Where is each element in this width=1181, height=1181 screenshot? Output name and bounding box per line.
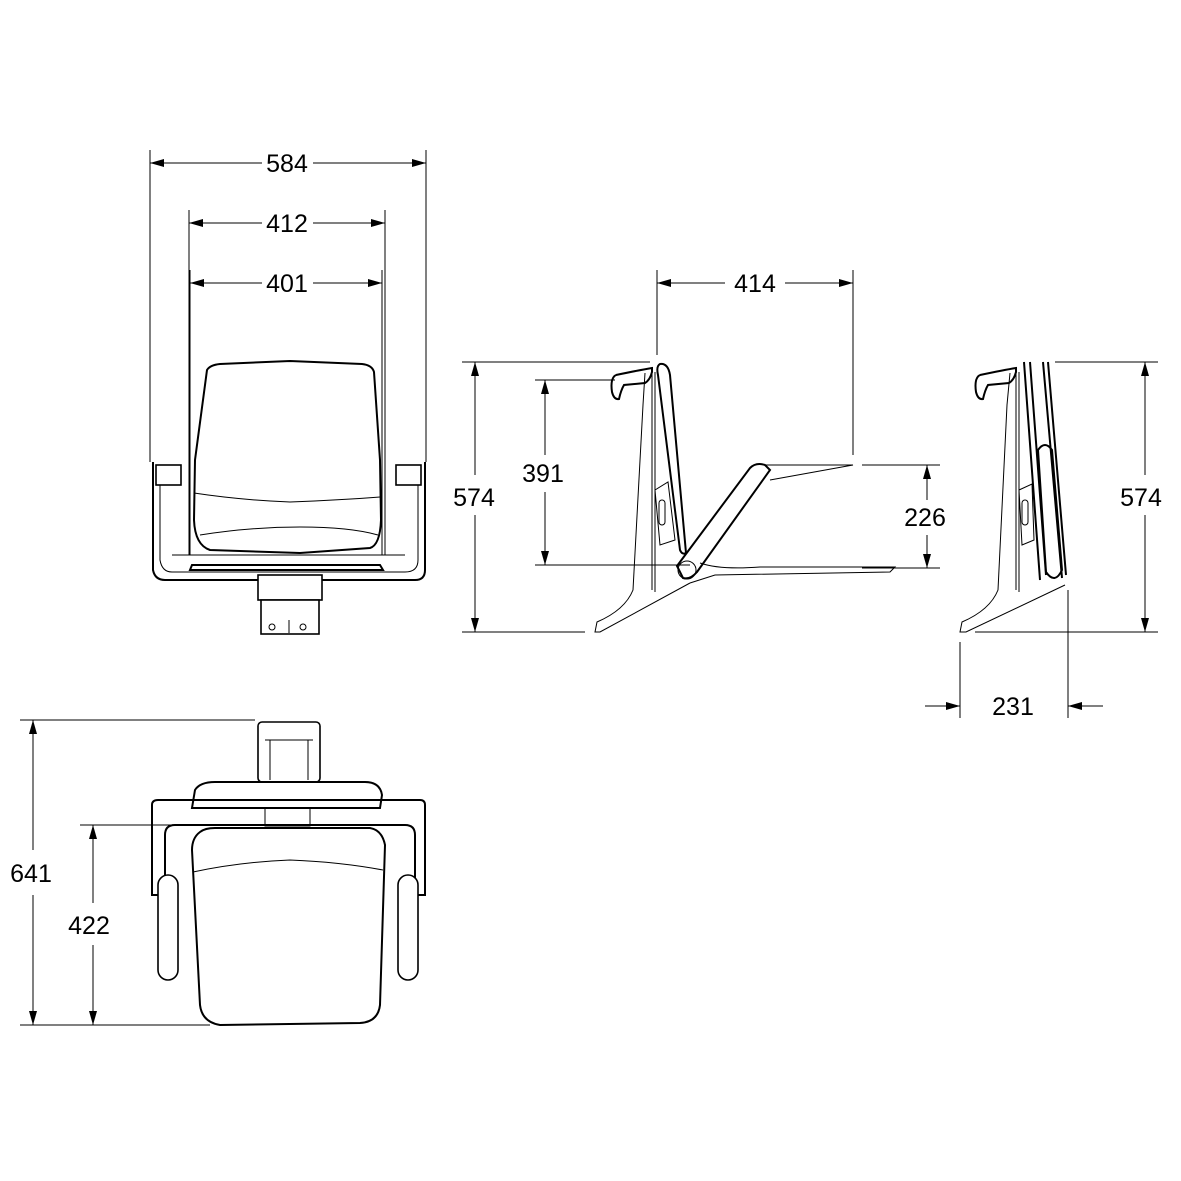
dimension-folded-depth: 231 <box>925 693 1103 721</box>
dim-414: 414 <box>734 270 776 298</box>
dim-574-open: 574 <box>453 484 495 512</box>
top-view <box>20 719 426 1027</box>
dimension-hook-height: 391 <box>522 380 564 565</box>
dim-641: 641 <box>10 860 52 888</box>
dimension-seat-depth: 422 <box>68 825 110 1025</box>
dimension-seat-width: 401 <box>190 270 382 298</box>
dimension-overall-width: 584 <box>150 150 426 178</box>
dimension-seat-height: 226 <box>904 465 946 568</box>
dim-422: 422 <box>68 912 110 940</box>
dim-391: 391 <box>522 460 564 488</box>
dimension-open-height: 574 <box>453 362 495 632</box>
dimension-depth: 414 <box>657 270 853 298</box>
dimension-overall-depth: 641 <box>10 720 52 1025</box>
dim-401: 401 <box>266 270 308 298</box>
front-view <box>149 150 427 635</box>
dim-231: 231 <box>992 693 1034 721</box>
side-view-folded <box>959 361 1158 718</box>
dim-584: 584 <box>266 150 308 178</box>
dimension-frame-width: 412 <box>189 210 385 238</box>
dim-226: 226 <box>904 504 946 532</box>
side-view-open <box>462 270 940 633</box>
dimension-folded-height: 574 <box>1120 362 1162 632</box>
dim-412: 412 <box>266 210 308 238</box>
dim-574-folded: 574 <box>1120 484 1162 512</box>
